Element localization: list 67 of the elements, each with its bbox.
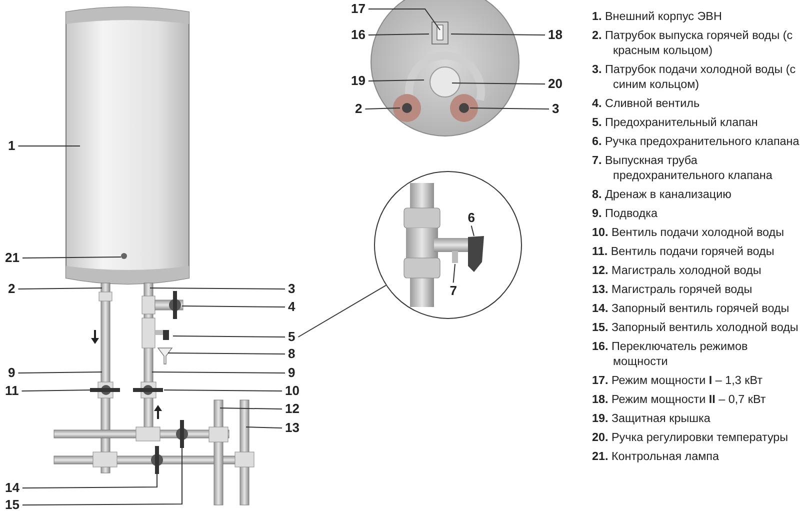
callout-number: 9 xyxy=(288,366,296,380)
parts-list-item: 17. Режим мощности I – 1,3 кВт xyxy=(592,373,764,388)
leader-line xyxy=(18,288,102,290)
parts-list-item: 16. Переключатель режимов мощности xyxy=(592,339,749,369)
parts-list-item: 4. Сливной вентиль xyxy=(592,96,701,111)
callout-number: 18 xyxy=(548,28,562,42)
callout-number: 10 xyxy=(285,384,300,398)
parts-list-item: 2. Патрубок выпуска горячей воды (с красным кольцом) xyxy=(592,28,794,58)
callout-number: 9 xyxy=(8,366,16,380)
callout-number: 11 xyxy=(5,384,19,398)
leader-line xyxy=(21,390,92,392)
parts-list-item: 9. Подводка xyxy=(592,206,658,221)
parts-list-item: 3. Патрубок подачи холодной воды (с синим кольцом) xyxy=(592,62,797,92)
callout-number: 1 xyxy=(8,139,16,153)
callout-number: 4 xyxy=(288,300,296,314)
leader-line xyxy=(452,264,456,284)
callout-number: 21 xyxy=(5,251,20,265)
callout-number: 16 xyxy=(351,28,366,42)
leader-line xyxy=(220,408,282,410)
parts-list-item: 8. Дренаж в канализацию xyxy=(592,187,732,202)
parts-list-item: 5. Предохранительный клапан xyxy=(592,115,759,130)
parts-list-item: 20. Ручка регулировки температуры xyxy=(592,430,790,445)
callout-number: 6 xyxy=(468,210,475,225)
leader-line xyxy=(470,108,550,110)
callout-number: 20 xyxy=(548,77,562,91)
leader-line xyxy=(22,256,122,258)
leader-line xyxy=(152,372,286,374)
leader-line xyxy=(18,372,102,374)
parts-list-item: 13. Магистраль горячей воды xyxy=(592,282,754,297)
parts-list-item: 15. Запорный вентиль холодной воды xyxy=(592,320,800,335)
leader-line xyxy=(182,306,286,308)
leader-line xyxy=(150,288,286,290)
callout-number: 3 xyxy=(552,102,560,116)
parts-list-item: 10. Вентиль подачи холодной воды xyxy=(592,225,786,240)
parts-list-item: 21. Контрольная лампа xyxy=(592,449,720,464)
leader-line xyxy=(172,336,286,338)
callout-number: 14 xyxy=(5,481,20,495)
parts-list-item: 14. Запорный вентиль горячей воды xyxy=(592,301,790,316)
leader-line xyxy=(246,426,282,428)
parts-list-item: 6. Ручка предохранительного клапана xyxy=(592,134,800,149)
callout-number: 2 xyxy=(8,282,16,296)
leader-line xyxy=(298,284,386,338)
callout-number: 7 xyxy=(450,284,457,298)
leader-line xyxy=(22,472,158,488)
leader-line xyxy=(368,8,440,30)
callout-number: 2 xyxy=(355,102,362,116)
callout-number: 3 xyxy=(288,282,296,296)
leader-line xyxy=(364,108,400,110)
callout-number: 13 xyxy=(285,421,300,435)
callout-number: 12 xyxy=(285,402,300,416)
leader-line xyxy=(164,390,282,392)
parts-list-item: 19. Защитная крышка xyxy=(592,411,712,426)
parts-list-item: 1. Внешний корпус ЭВН xyxy=(592,9,723,24)
leader-line xyxy=(470,225,474,236)
leader-line xyxy=(168,352,286,354)
callout-number: 19 xyxy=(351,74,366,88)
leader-line xyxy=(452,82,546,84)
parts-list-item: 18. Режим мощности II – 0,7 кВт xyxy=(592,392,767,407)
parts-list-item: 7. Выпускная труба предохранительного клапана xyxy=(592,153,774,183)
parts-list-item: 12. Магистраль холодной воды xyxy=(592,263,762,278)
callout-number: 5 xyxy=(288,330,296,344)
callout-number: 8 xyxy=(288,347,296,361)
detail-view-circle xyxy=(374,171,522,319)
callout-number: 15 xyxy=(5,498,20,511)
leader-line xyxy=(450,34,546,36)
parts-list-item: 11. Вентиль подачи горячей воды xyxy=(592,244,776,259)
callout-number: 17 xyxy=(351,2,366,16)
